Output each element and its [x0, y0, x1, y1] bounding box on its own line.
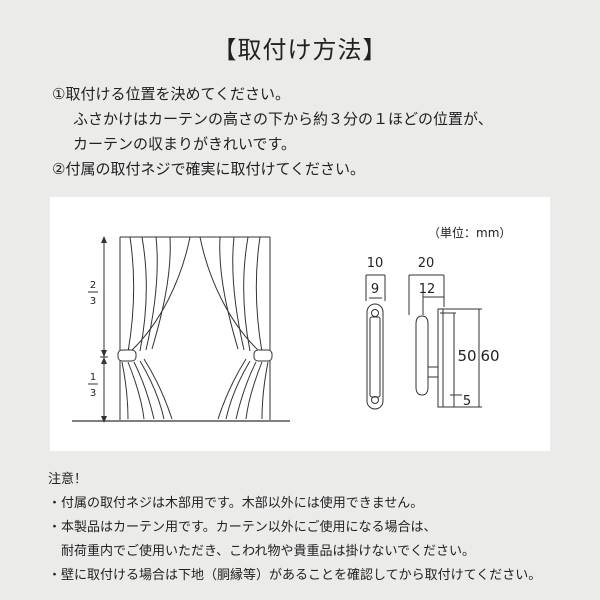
caution-notes: 注意！ ・付属の取付ネジは木部用です。木部以外には使用できません。 ・本製品はカ… — [48, 468, 541, 588]
notes-heading: 注意！ — [48, 472, 88, 487]
note-item-2-cont: 耐荷重内でご使用いただき、こわれ物や貴重品は掛けないでください。 — [61, 544, 476, 559]
fraction-upper-num: 2 — [90, 280, 96, 291]
dim-height-60: 60 — [480, 347, 499, 365]
step-1-detail-b: カーテンの収まりがきれいです。 — [73, 135, 297, 153]
step-1: ①取付ける位置を決めてください。 — [52, 85, 290, 103]
dim-width-10: 10 — [367, 256, 384, 271]
dim-height-5: 5 — [463, 394, 471, 409]
dim-width-20: 20 — [418, 256, 435, 271]
fraction-lower-den: 3 — [90, 388, 96, 399]
step-2: ②付属の取付ネジで確実に取付けてください。 — [52, 160, 365, 178]
dim-width-12: 12 — [419, 282, 436, 297]
unit-label: （単位：mm） — [428, 225, 511, 240]
fraction-upper-den: 3 — [90, 296, 96, 307]
page-title: 【取付け方法】 — [212, 36, 388, 64]
note-item-1: ・付属の取付ネジは木部用です。木部以外には使用できません。 — [48, 496, 424, 511]
diagram-svg: 2 3 1 3 — [72, 225, 511, 423]
hook-dimension-drawing: （単位：mm） 10 9 20 12 — [365, 225, 511, 410]
fraction-lower-num: 1 — [90, 372, 96, 383]
dim-height-50: 50 — [457, 347, 476, 365]
dim-width-9: 9 — [371, 282, 379, 297]
note-item-3: ・壁に取付ける場合は下地（胴縁等）があることを確認してから取付けてください。 — [48, 568, 542, 583]
curtain-illustration: 2 3 1 3 — [72, 236, 290, 423]
diagram-panel: 2 3 1 3 — [50, 197, 550, 451]
note-item-2: ・本製品はカーテン用です。カーテン以外にご使用になる場合は、 — [48, 520, 437, 535]
installation-steps: ①取付ける位置を決めてください。 ふさかけはカーテンの高さの下から約３分の１ほど… — [52, 82, 493, 182]
step-1-detail-a: ふさかけはカーテンの高さの下から約３分の１ほどの位置が、 — [73, 110, 493, 128]
